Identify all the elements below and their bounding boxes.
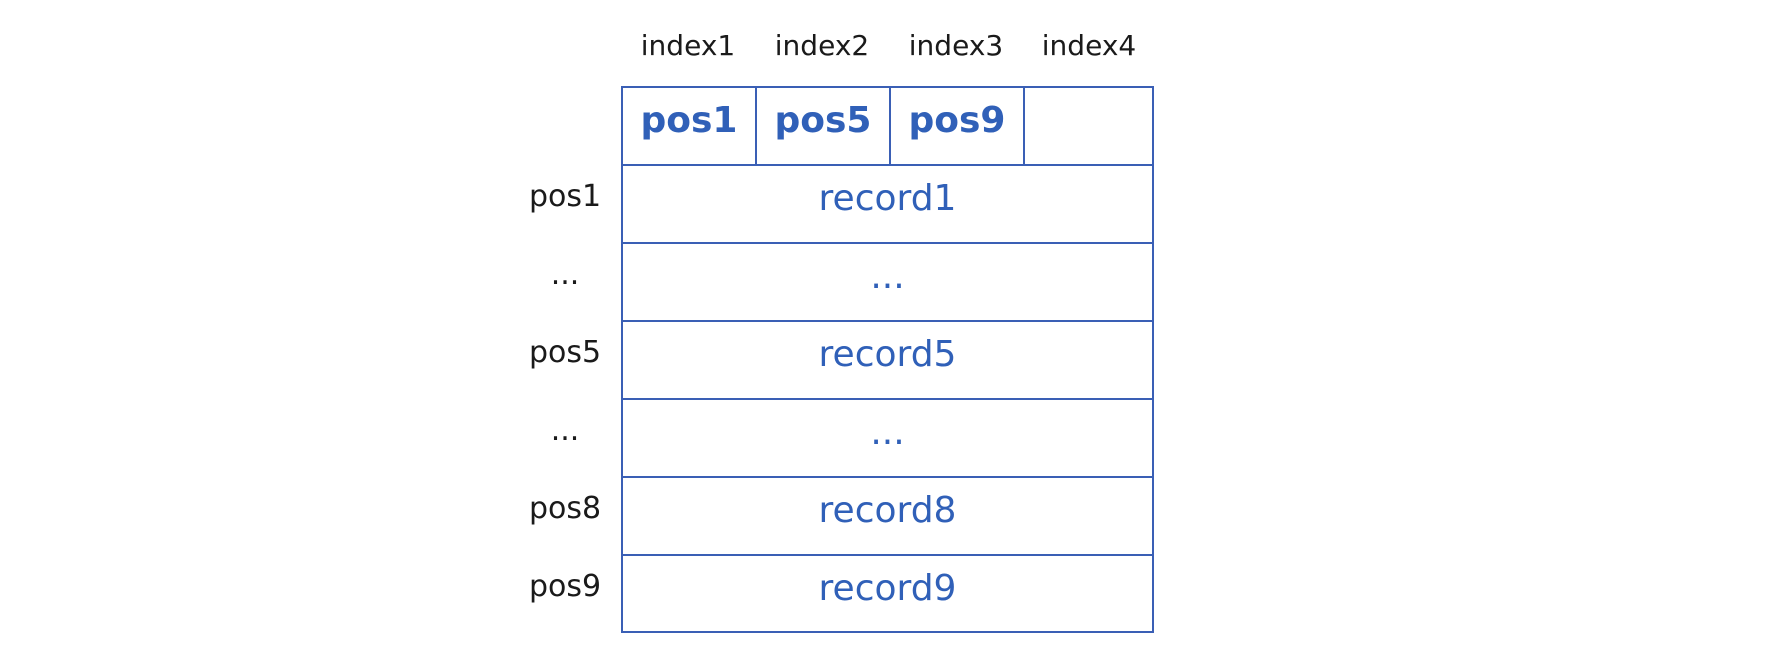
index-cell-4: [1025, 88, 1152, 164]
index-cell-2: pos5: [757, 88, 891, 164]
row-pos-label-1: pos1: [528, 179, 602, 214]
index-header-1: index1: [640, 29, 736, 62]
record-row-3: record5: [623, 322, 1152, 400]
row-pos-label-2: ...: [550, 257, 580, 292]
row-pos-label-5: pos8: [528, 491, 602, 526]
row-pos-label-4: ...: [550, 413, 580, 448]
record-table: pos1 pos5 pos9 record1 ... record5 ... r…: [621, 86, 1154, 633]
index-cell-3: pos9: [891, 88, 1025, 164]
index-cell-1: pos1: [623, 88, 757, 164]
row-pos-label-3: pos5: [528, 335, 602, 370]
record-row-6: record9: [818, 568, 957, 609]
record-row-5: record8: [623, 478, 1152, 556]
index-header-3: index3: [908, 29, 1004, 62]
index-header-4: index4: [1041, 29, 1137, 62]
record-row-4: ...: [623, 400, 1152, 478]
index-header-2: index2: [774, 29, 870, 62]
index-row: pos1 pos5 pos9: [623, 88, 1152, 166]
record-row-1: record1: [623, 166, 1152, 244]
record-row-2: ...: [623, 244, 1152, 322]
row-pos-label-6: pos9: [528, 569, 602, 604]
